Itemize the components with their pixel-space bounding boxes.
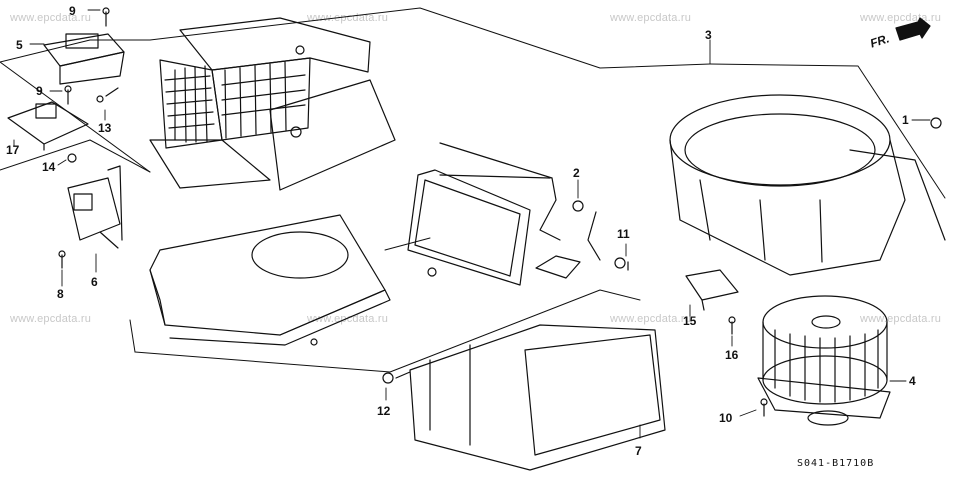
callout-4: 4 [909, 374, 916, 388]
watermark: www.epcdata.ru [10, 12, 92, 24]
watermark: www.epcdata.ru [610, 313, 692, 325]
watermark: www.epcdata.ru [307, 313, 389, 325]
callout-1: 1 [902, 113, 909, 127]
callout-16: 16 [725, 348, 739, 362]
callout-9: 9 [69, 4, 76, 18]
leader-lines [13, 9, 931, 439]
callout-11: 11 [617, 227, 630, 241]
blower-motor [757, 295, 891, 426]
callout-7: 7 [635, 444, 642, 458]
group-outline-main [129, 7, 946, 373]
blower-housing [669, 94, 946, 276]
callout-14: 14 [42, 160, 56, 174]
screws [58, 7, 768, 417]
air-duct [382, 324, 666, 471]
callout-5: 5 [16, 38, 23, 52]
air-filter [407, 169, 551, 286]
watermark: www.epcdata.ru [10, 313, 92, 325]
callout-3: 3 [705, 28, 712, 42]
blower-case [149, 17, 396, 191]
group-outline-left [0, 39, 151, 173]
watermark: www.epcdata.ru [860, 313, 942, 325]
control-unit-5 [43, 33, 125, 85]
diagram-code: S041-B1710B [797, 458, 875, 469]
callout-17: 17 [6, 143, 20, 157]
front-arrow-icon [895, 17, 931, 41]
linkage-rod [439, 142, 626, 279]
watermark: www.epcdata.ru [610, 12, 692, 24]
callout-6: 6 [91, 275, 98, 289]
watermark: www.epcdata.ru [307, 12, 389, 24]
callout-15: 15 [683, 314, 697, 328]
callout-12: 12 [377, 404, 391, 418]
callout-8: 8 [57, 287, 64, 301]
actuator-6 [67, 165, 123, 249]
callout-13: 13 [98, 121, 112, 135]
control-unit-17 [7, 101, 89, 151]
blower-resistor [685, 269, 739, 311]
callout-10: 10 [719, 411, 733, 425]
callout-9: 9 [36, 84, 43, 98]
callout-2: 2 [573, 166, 580, 180]
blower-cover [149, 214, 391, 346]
